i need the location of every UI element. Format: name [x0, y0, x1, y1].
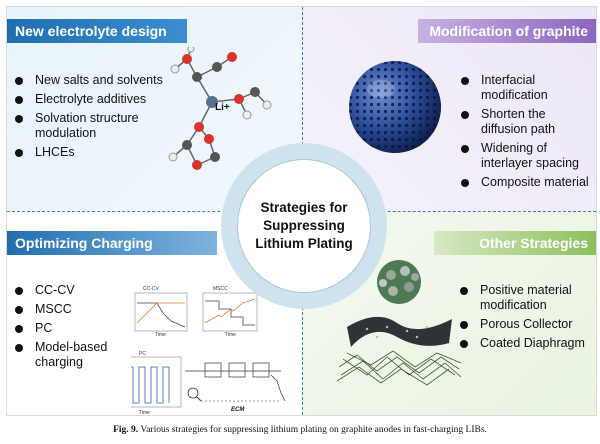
list-item: Positive material modification	[458, 283, 594, 313]
graphite-sphere-illustration	[349, 61, 441, 153]
list-item: Widening of interlayer spacing	[459, 141, 593, 171]
charging-list: CC-CV MSCC PC Model-based charging	[13, 283, 129, 374]
list-item: LHCEs	[13, 145, 163, 160]
list-item: Electrolyte additives	[13, 92, 163, 107]
pc-time-label: Time	[139, 410, 150, 415]
other-list: Positive material modification Porous Co…	[458, 283, 594, 355]
charging-plots-illustration: CC-CV Time MSCC Time PC Time	[131, 286, 286, 415]
caption-label: Fig. 9.	[113, 425, 139, 435]
list-item: CC-CV	[13, 283, 129, 298]
figure-frame: New electrolyte design Modification of g…	[6, 6, 597, 416]
molecule-illustration: Li+	[168, 47, 272, 170]
figure-caption: Fig. 9. Various strategies for suppressi…	[0, 425, 600, 435]
list-item: Coated Diaphragm	[458, 336, 594, 351]
list-item: MSCC	[13, 302, 129, 317]
electrolyte-list: New salts and solvents Electrolyte addit…	[13, 73, 163, 164]
list-item: PC	[13, 321, 129, 336]
pc-plot: PC Time	[131, 351, 182, 415]
ecm-label: ECM	[231, 407, 245, 413]
cccv-plot-label: CC-CV	[143, 286, 159, 292]
mscc-time-label: Time	[225, 332, 236, 338]
graphite-title: Modification of graphite	[418, 19, 596, 43]
center-circle: Strategies for Suppressing Lithium Plati…	[237, 159, 371, 293]
porous-collector	[347, 316, 452, 347]
caption-text: Various strategies for suppressing lithi…	[140, 425, 487, 435]
mscc-plot-label: MSCC	[213, 286, 228, 292]
coated-diaphragm	[337, 350, 462, 386]
li-ion-label: Li+	[215, 102, 230, 113]
charging-title: Optimizing Charging Protocols	[7, 231, 217, 275]
list-item: Shorten the diffusion path	[459, 107, 593, 137]
list-item: Porous Collector	[458, 317, 594, 332]
mscc-plot: MSCC Time	[202, 286, 258, 338]
coated-particle	[377, 260, 421, 304]
other-title: Other Strategies	[434, 231, 596, 255]
center-title: Strategies for Suppressing Lithium Plati…	[255, 200, 353, 251]
cccv-time-label: Time	[155, 332, 166, 338]
list-item: New salts and solvents	[13, 73, 163, 88]
pc-plot-label: PC	[139, 351, 146, 357]
list-item: Composite material	[459, 175, 593, 190]
other-strategies-illustration	[337, 260, 462, 386]
list-item: Model-based charging	[13, 340, 129, 370]
graphite-list: Interfacial modification Shorten the dif…	[459, 73, 593, 194]
list-item: Solvation structure modulation	[13, 111, 163, 141]
list-item: Interfacial modification	[459, 73, 593, 103]
ecm-circuit: ECM	[185, 362, 286, 413]
electrolyte-title: New electrolyte design	[7, 19, 187, 43]
cccv-plot: CC-CV Time	[134, 286, 188, 338]
